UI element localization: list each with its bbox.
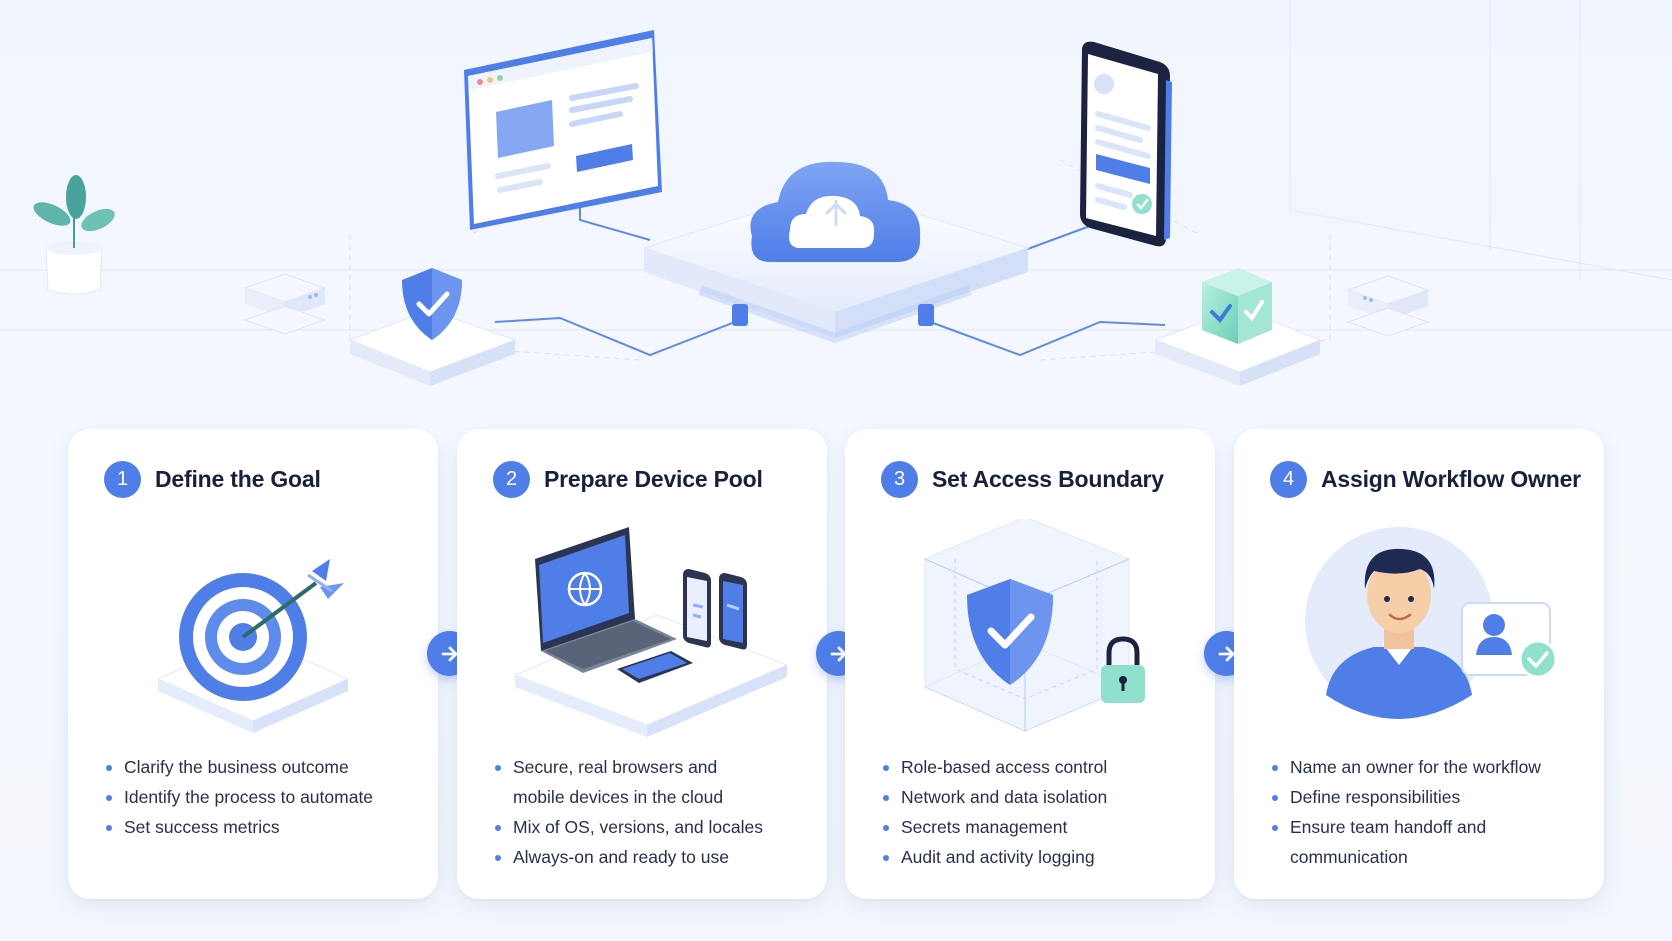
server-stack-icon <box>1346 275 1430 337</box>
bullet-item: Ensure team handoff and <box>1270 812 1590 842</box>
step-header: 4 Assign Workflow Owner <box>1270 461 1581 498</box>
step-number-badge: 4 <box>1270 461 1307 498</box>
bullet-item: Identify the process to automate <box>104 782 424 812</box>
step-header: 2 Prepare Device Pool <box>493 461 763 498</box>
step-header: 1 Define the Goal <box>104 461 321 498</box>
plant-icon <box>33 175 115 295</box>
browser-window-icon <box>464 30 662 230</box>
step-bullets: Role-based access control Network and da… <box>881 752 1201 872</box>
shield-check-icon <box>348 268 517 386</box>
step-card-define-goal: 1 Define the Goal Clarify the business o… <box>68 429 438 899</box>
bullet-item: mobile devices in the cloud <box>513 787 724 807</box>
bullet-item: Define responsibilities <box>1270 782 1590 812</box>
step-title: Set Access Boundary <box>932 466 1164 492</box>
hero-illustration <box>0 0 1672 420</box>
server-stack-icon <box>243 273 327 335</box>
bullet-item: Always-on and ready to use <box>493 842 813 872</box>
bullet-item: Audit and activity logging <box>881 842 1201 872</box>
step-header: 3 Set Access Boundary <box>881 461 1164 498</box>
step-number-badge: 2 <box>493 461 530 498</box>
cloud-icon <box>750 161 921 262</box>
bullet-item: Network and data isolation <box>881 782 1201 812</box>
bullet-item: Name an owner for the workflow <box>1270 752 1590 782</box>
steps-row: 1 Define the Goal Clarify the business o… <box>68 429 1605 899</box>
shield-cube-lock-icon <box>923 519 1145 732</box>
check-cube-icon <box>1153 268 1322 386</box>
bullet-item: Mix of OS, versions, and locales <box>493 812 813 842</box>
laptop-phones-icon <box>513 527 789 737</box>
bullet-item: Clarify the business outcome <box>104 752 424 782</box>
bullet-item: Set success metrics <box>104 812 424 842</box>
bullet-item: Secure, real browsers and <box>493 752 813 782</box>
step-title: Define the Goal <box>155 466 321 492</box>
step-number-badge: 1 <box>104 461 141 498</box>
step-bullets: Name an owner for the workflow Define re… <box>1270 752 1590 872</box>
step-title: Assign Workflow Owner <box>1321 466 1581 492</box>
target-dart-icon <box>156 559 350 733</box>
step-bullets: Clarify the business outcome Identify th… <box>104 752 424 842</box>
step-number-badge: 3 <box>881 461 918 498</box>
step-card-prepare-device-pool: 2 Prepare Device Pool Secure, real brows… <box>457 429 827 899</box>
step-title: Prepare Device Pool <box>544 466 763 492</box>
phone-icon <box>1080 41 1172 247</box>
bullet-item: Role-based access control <box>881 752 1201 782</box>
step-bullets: Secure, real browsers and mobile devices… <box>493 752 813 872</box>
bullet-item: Secrets management <box>881 812 1201 842</box>
bullet-item: communication <box>1290 847 1408 867</box>
owner-avatar-icon <box>1305 527 1558 719</box>
step-card-assign-workflow-owner: 4 Assign Workflow Owner Name an owner fo… <box>1234 429 1604 899</box>
step-card-set-access-boundary: 3 Set Access Boundary Role-based access … <box>845 429 1215 899</box>
